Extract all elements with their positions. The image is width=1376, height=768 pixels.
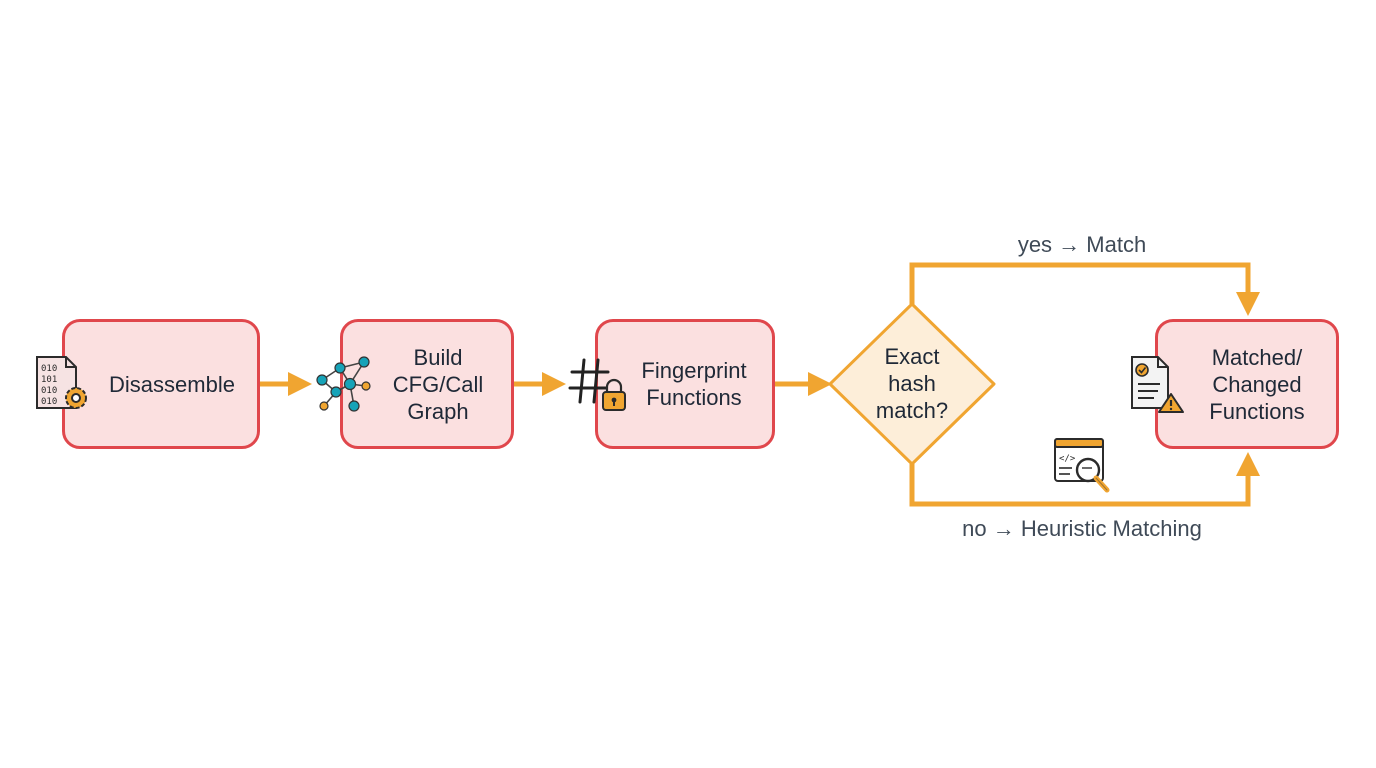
svg-text:010: 010 <box>41 386 57 396</box>
node-result-label: Matched/ Changed Functions <box>1209 344 1305 424</box>
node-fingerprint: Fingerprint Functions <box>595 319 775 449</box>
node-fingerprint-label: Fingerprint Functions <box>641 358 747 410</box>
arrow-yes-branch <box>909 262 1260 316</box>
svg-text:010: 010 <box>41 397 57 407</box>
hash-lock-icon <box>568 358 626 411</box>
arrow-build-to-fingerprint <box>514 372 566 396</box>
arrow-no-branch <box>909 452 1260 507</box>
svg-text:</>: </> <box>1059 454 1076 464</box>
arrow-disassemble-to-build <box>259 372 312 396</box>
decision-label: Exact hash match? <box>875 344 949 423</box>
svg-text:101: 101 <box>41 375 57 385</box>
code-window-search-icon: </> <box>1054 438 1110 493</box>
arrow-fingerprint-to-decision <box>775 372 832 396</box>
document-check-warning-icon <box>1131 356 1184 413</box>
node-result: Matched/ Changed Functions <box>1155 319 1339 449</box>
no-branch-label: no → Heuristic Matching <box>962 516 1202 541</box>
node-disassemble: Disassemble <box>62 319 260 449</box>
network-graph-icon <box>316 356 371 412</box>
node-build-cfg-label: Build CFG/Call Graph <box>392 344 484 424</box>
yes-branch-label: yes → Match <box>1017 232 1147 257</box>
node-disassemble-label: Disassemble <box>109 371 235 397</box>
svg-text:010: 010 <box>41 364 57 374</box>
binary-file-gear-icon: 010 101 010 010 <box>36 356 87 409</box>
